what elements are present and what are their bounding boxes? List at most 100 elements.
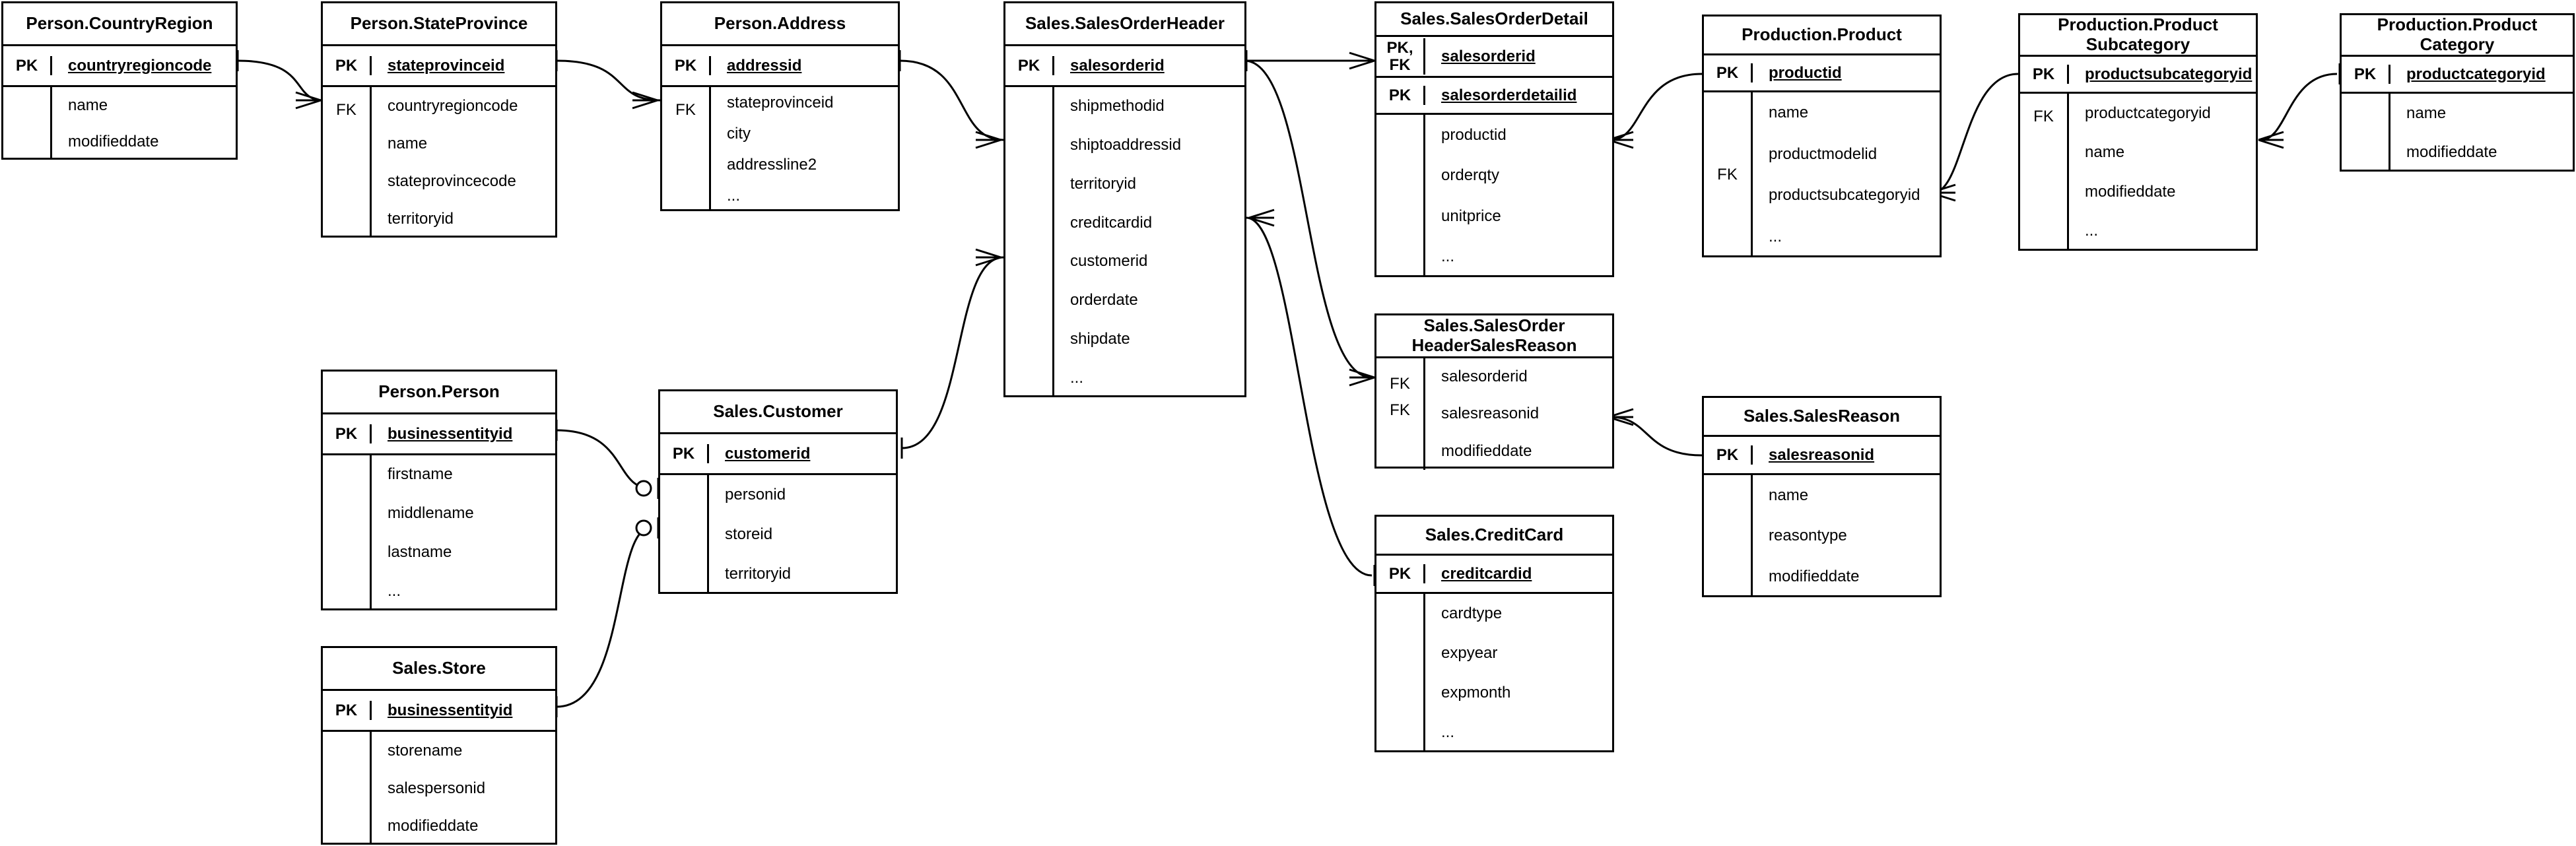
key-fk-label: FK	[2020, 94, 2069, 251]
attr: city	[727, 124, 751, 143]
attr-pk: salesreasonid	[1769, 445, 1875, 464]
attr: modifieddate	[1441, 441, 1532, 460]
attr: cardtype	[1441, 604, 1503, 622]
entity-title-line1: Production.Product	[2377, 15, 2538, 35]
attr: territoryid	[725, 565, 792, 583]
attr: productcategoryid	[2085, 104, 2211, 122]
entity-person-person[interactable]: Person.Person PK businessentityid firstn…	[321, 370, 557, 610]
attr: shipmethodid	[1070, 97, 1165, 115]
key-blank	[323, 732, 372, 845]
rel-store-customer	[556, 527, 651, 708]
key-blank	[660, 475, 709, 594]
attr: ...	[1441, 723, 1455, 741]
key-fk-label: FK	[323, 87, 372, 238]
attr: modifieddate	[2406, 143, 2497, 161]
attr: storeid	[725, 525, 773, 543]
attr-pk: businessentityid	[388, 701, 513, 719]
key-pkfk-line2: FK	[1389, 55, 1411, 74]
entity-person-stateprovince[interactable]: Person.StateProvince PK stateprovinceid …	[321, 1, 557, 238]
attr: orderdate	[1070, 291, 1138, 309]
attr: expyear	[1441, 644, 1498, 662]
entity-rows: PK productcategoryid name modifieddate	[2342, 55, 2573, 172]
entity-rows: PK businessentityid storename salesperso…	[323, 689, 555, 845]
entity-production-productsubcategory[interactable]: Production.Product Subcategory PK produc…	[2018, 13, 2258, 251]
attribute-rows: cardtype expyear expmonth ...	[1376, 594, 1612, 752]
attr-pk: countryregioncode	[68, 56, 212, 75]
entity-person-countryregion[interactable]: Person.CountryRegion PK countryregioncod…	[1, 1, 238, 160]
rel-stateprovince-address	[556, 59, 661, 102]
key-blank	[1376, 594, 1425, 752]
entity-production-productcategory[interactable]: Production.Product Category PK productca…	[2340, 13, 2575, 172]
attr: shipdate	[1070, 329, 1130, 348]
entity-title: Sales.Customer	[713, 401, 843, 422]
attr: ...	[1441, 247, 1455, 266]
attr: storename	[388, 741, 463, 760]
attr-pk: salesorderid	[1441, 47, 1536, 65]
entity-title-line2: HeaderSalesReason	[1411, 335, 1577, 355]
pk-row: PK customerid	[660, 434, 896, 475]
key-label-pkfk: PK, FK	[1376, 38, 1425, 75]
attr: productmodelid	[1769, 145, 1878, 163]
entity-sales-salesorderheadersalesreason[interactable]: Sales.SalesOrder HeaderSalesReason FK FK…	[1374, 313, 1614, 470]
attr-pk: addressid	[727, 56, 802, 75]
entity-rows: PK stateprovinceid FK countryregioncode …	[323, 44, 555, 238]
entity-title: Sales.SalesReason	[1743, 406, 1901, 426]
attr: ...	[727, 186, 741, 205]
rel-salesreason-salesreasonlink	[1610, 416, 1703, 457]
attr: creditcardid	[1070, 213, 1153, 232]
entity-production-product[interactable]: Production.Product PK productid FK name …	[1702, 15, 1942, 257]
attr-pk: stateprovinceid	[388, 56, 505, 75]
attr: modifieddate	[388, 816, 479, 835]
entity-rows: PK salesorderid shipmethodid shiptoaddre…	[1005, 44, 1244, 397]
attr: modifieddate	[1769, 568, 1860, 586]
attr: reasontype	[1769, 527, 1847, 545]
entity-sales-salesorderheader[interactable]: Sales.SalesOrderHeader PK salesorderid s…	[1003, 1, 1246, 397]
attr: name	[68, 96, 108, 114]
key-fk-column: FK FK	[1376, 358, 1425, 470]
pk-row: PK countryregioncode	[3, 46, 236, 87]
key-label: PK	[323, 700, 372, 721]
key-label: PK	[1704, 63, 1753, 83]
key-label: PK	[1704, 445, 1753, 465]
pk-row: PK salesreasonid	[1704, 437, 1940, 475]
key-fk-label: FK	[1390, 401, 1410, 420]
key-blank	[1376, 115, 1425, 277]
attr: productsubcategoryid	[1769, 186, 1920, 205]
attribute-rows: productid orderqty unitprice ...	[1376, 115, 1612, 277]
attr: shiptoaddressid	[1070, 136, 1182, 154]
attr-pk: productsubcategoryid	[2085, 65, 2253, 83]
entity-title: Sales.SalesOrderDetail	[1400, 9, 1588, 29]
entity-person-address[interactable]: Person.Address PK addressid FK stateprov…	[660, 1, 900, 211]
attr: orderqty	[1441, 166, 1500, 185]
entity-title: Person.CountryRegion	[26, 13, 213, 34]
entity-sales-creditcard[interactable]: Sales.CreditCard PK creditcardid cardtyp…	[1374, 515, 1614, 752]
entity-sales-store[interactable]: Sales.Store PK businessentityid storenam…	[321, 646, 557, 845]
attr: name	[2085, 143, 2125, 162]
entity-rows: FK FK salesorderid salesreasonid modifie…	[1376, 356, 1612, 470]
key-blank	[3, 87, 52, 160]
entity-rows: PK countryregioncode name modifieddate	[3, 44, 236, 160]
entity-title: Sales.SalesOrder HeaderSalesReason	[1376, 315, 1612, 356]
entity-rows: PK addressid FK stateprovinceid city add…	[662, 44, 898, 211]
entity-title-line2: Subcategory	[2085, 34, 2190, 54]
entity-rows: PK customerid personid storeid territory…	[660, 432, 896, 594]
pk-row: PK salesorderdetailid	[1376, 78, 1612, 115]
entity-rows: PK businessentityid firstname middlename…	[323, 412, 555, 610]
attr: salespersonid	[388, 779, 486, 797]
entity-title: Production.Product	[1742, 24, 1902, 45]
entity-rows: PK creditcardid cardtype expyear expmont…	[1376, 554, 1612, 752]
pk-row: PK productcategoryid	[2342, 57, 2573, 94]
attr: modifieddate	[68, 132, 159, 150]
attr: unitprice	[1441, 207, 1501, 225]
attribute-rows: storename salespersonid modifieddate	[323, 732, 555, 845]
attr: name	[1769, 486, 1809, 504]
entity-sales-salesorderdetail[interactable]: Sales.SalesOrderDetail PK, FK salesorder…	[1374, 1, 1614, 277]
rel-product-salesorderdetail	[1610, 73, 1703, 141]
entity-sales-customer[interactable]: Sales.Customer PK customerid personid st…	[658, 389, 898, 594]
entity-title-line1: Sales.SalesOrder	[1423, 315, 1565, 336]
attr: territoryid	[388, 209, 454, 228]
key-blank	[1704, 475, 1753, 597]
attr: firstname	[388, 465, 453, 484]
entity-sales-salesreason[interactable]: Sales.SalesReason PK salesreasonid name …	[1702, 396, 1942, 597]
